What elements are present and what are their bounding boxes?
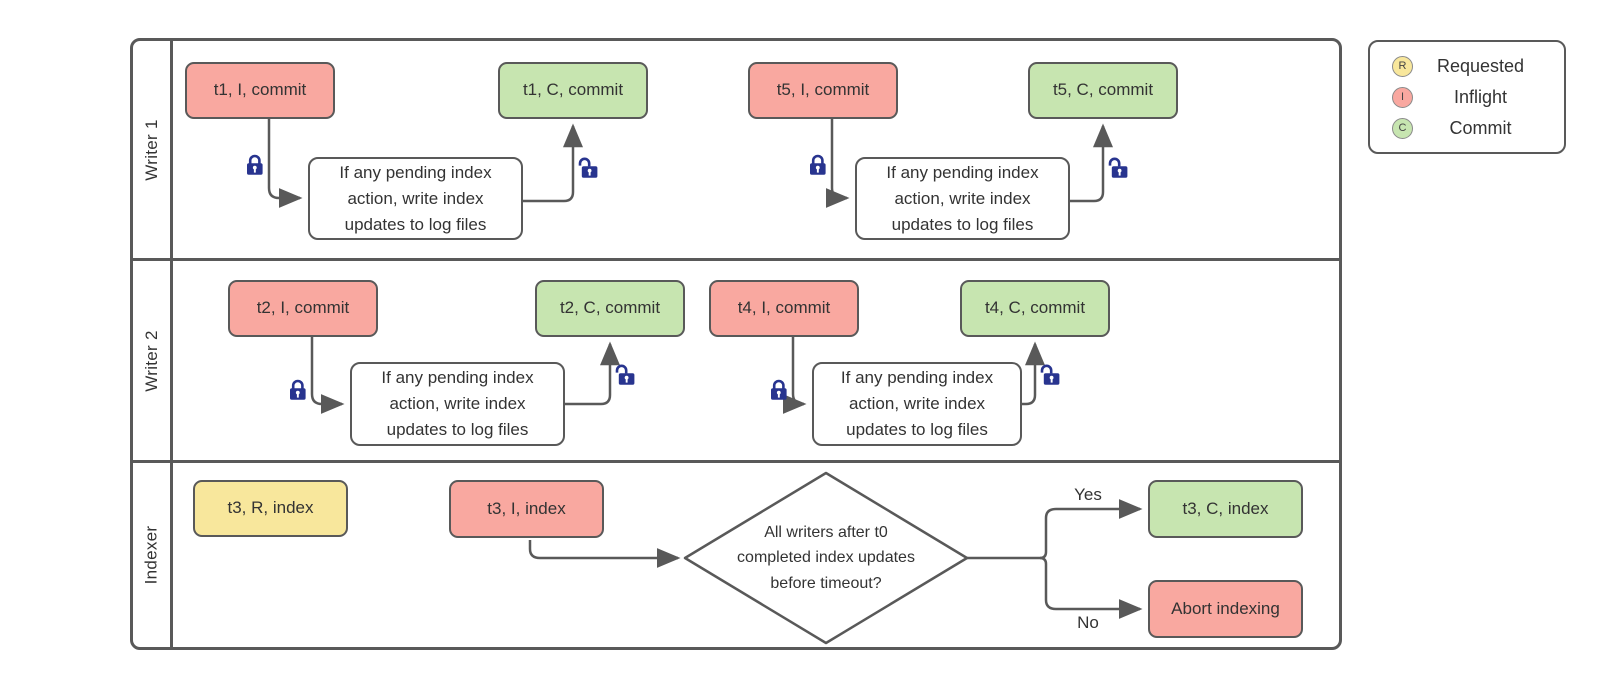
node-t3-requested: t3, R, index <box>193 480 348 537</box>
legend-label-inflight: Inflight <box>1453 86 1508 107</box>
decision-text: All writers after t0 completed index upd… <box>737 523 915 592</box>
node-t5-commit: t5, C, commit <box>1028 62 1178 119</box>
lane-label-writer-2: Writer 2 <box>141 329 161 392</box>
lane-label-writer-1: Writer 1 <box>141 118 161 181</box>
legend-label-commit: Commit <box>1449 117 1512 138</box>
lane-indexer: Indexer <box>133 460 1339 647</box>
inflight-badge-icon: I <box>1392 86 1413 108</box>
process-note-writer2-b: If any pending index action, write index… <box>812 362 1022 446</box>
node-t3-commit: t3, C, index <box>1148 480 1303 538</box>
branch-label-no: No <box>1077 613 1099 632</box>
legend-label-requested: Requested <box>1436 55 1525 76</box>
lane-writer-2: Writer 2 <box>133 258 1339 460</box>
branch-label-yes: Yes <box>1074 485 1102 504</box>
node-t3-inflight: t3, I, index <box>449 480 604 538</box>
legend-row-commit: C Commit <box>1392 115 1548 141</box>
legend: R Requested I Inflight C Commit <box>1368 40 1566 154</box>
node-abort-indexing: Abort indexing <box>1148 580 1303 638</box>
process-note-writer2-a: If any pending index action, write index… <box>350 362 565 446</box>
legend-row-inflight: I Inflight <box>1392 84 1548 110</box>
node-t4-inflight: t4, I, commit <box>709 280 859 337</box>
lane-header-writer-2: Writer 2 <box>133 261 173 460</box>
lane-writer-1: Writer 1 <box>133 41 1339 258</box>
lane-header-indexer: Indexer <box>133 463 173 647</box>
process-note-writer1-b: If any pending index action, write index… <box>855 157 1070 240</box>
node-t5-inflight: t5, I, commit <box>748 62 898 119</box>
legend-row-requested: R Requested <box>1392 53 1548 79</box>
node-t4-commit: t4, C, commit <box>960 280 1110 337</box>
node-t1-inflight: t1, I, commit <box>185 62 335 119</box>
lane-label-indexer: Indexer <box>141 525 161 585</box>
node-t1-commit: t1, C, commit <box>498 62 648 119</box>
node-t2-commit: t2, C, commit <box>535 280 685 337</box>
lane-header-writer-1: Writer 1 <box>133 41 173 258</box>
process-note-writer1-a: If any pending index action, write index… <box>308 157 523 240</box>
requested-badge-icon: R <box>1392 55 1413 77</box>
node-t2-inflight: t2, I, commit <box>228 280 378 337</box>
commit-badge-icon: C <box>1392 117 1413 139</box>
